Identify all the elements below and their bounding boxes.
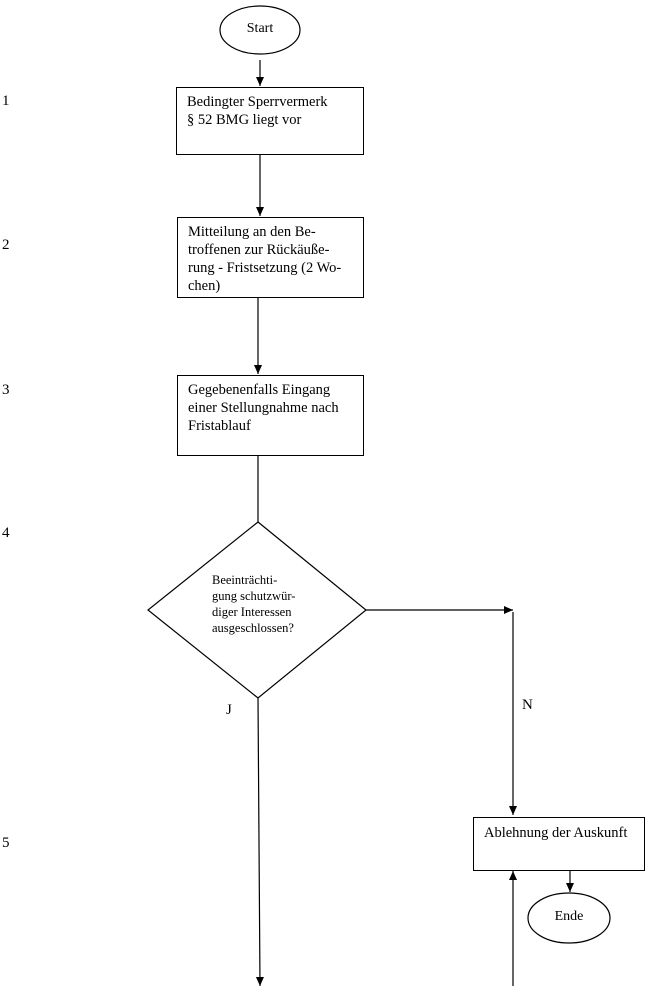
step2-line-1: Mitteilung an den Be- [188,224,316,240]
decision-question: Beeinträchti- gung schutzwür- diger Inte… [212,572,332,636]
step-number-3: 3 [2,382,10,398]
step3-line-2: einer Stellungnahme nach [188,400,339,416]
step2-box: Mitteilung an den Be- troffenen zur Rück… [177,217,364,298]
step2-line-4: chen) [188,278,221,294]
decision-line-2: gung schutzwür- [212,589,296,603]
step-number-2: 2 [2,237,10,253]
step-number-4: 4 [2,525,10,541]
start-oval [219,5,301,55]
reject-label: Ablehnung der Auskunft [484,825,628,841]
arrow-yes-branch-down [255,697,264,987]
step1-line-2: § 52 BMG liegt vor [187,112,302,128]
step1-line-1: Bedingter Sperrvermerk [187,94,328,110]
end-label: Ende [554,909,584,924]
yes-label: J [226,702,232,718]
no-label: N [522,697,533,713]
step2-line-2: troffenen zur Rückäuße- [188,242,330,258]
end-oval [527,892,611,944]
step1-box: Bedingter Sperrvermerk § 52 BMG liegt vo… [176,87,364,155]
start-label: Start [246,21,274,36]
step2-line-3: rung - Fristsetzung (2 Wo- [188,260,342,276]
step-number-1: 1 [2,93,10,109]
step-number-5: 5 [2,835,10,851]
step3-box: Gegebenenfalls Eingang einer Stellungnah… [177,375,364,456]
decision-line-1: Beeinträchti- [212,573,278,587]
decision-line-4: ausgeschlossen? [212,621,294,635]
step3-line-1: Gegebenenfalls Eingang [188,382,331,398]
decision-line-3: diger Interessen [212,605,292,619]
step3-line-3: Fristablauf [188,418,251,434]
reject-box: Ablehnung der Auskunft [473,817,645,871]
